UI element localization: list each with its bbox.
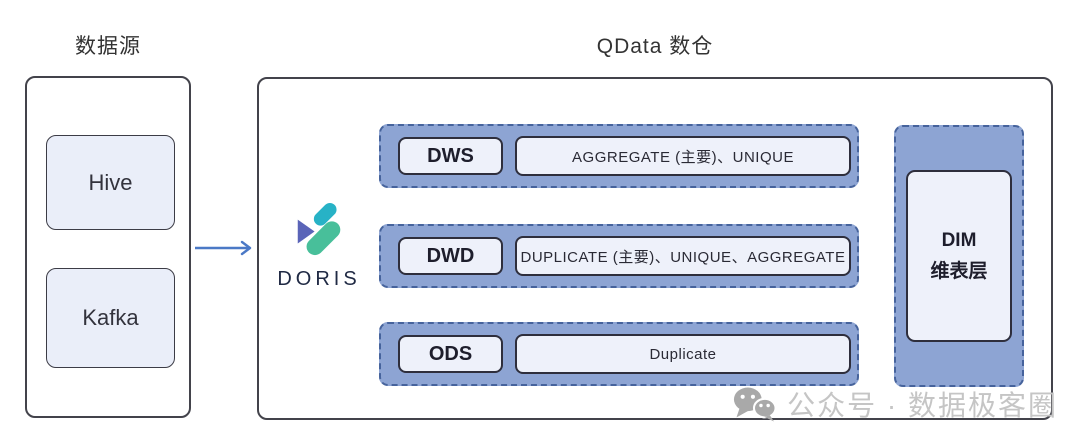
dim-label-line2: 维表层 (930, 261, 988, 282)
ods-models-label: Duplicate (649, 345, 717, 363)
warehouse-panel: DORIS DWS AGGREGATE (主要)、UNIQUE DWD DUPL… (257, 77, 1053, 420)
dws-models-label: AGGREGATE (主要)、UNIQUE (572, 148, 794, 166)
watermark-text: 公众号 · 数据极客圈 (787, 390, 1058, 421)
dim-box: DIM 维表层 (906, 170, 1012, 342)
ods-label: ODS (428, 342, 473, 365)
data-sources-panel: Hive Kafka (25, 76, 191, 418)
dws-box: DWS (398, 137, 503, 175)
dim-layer-container: DIM 维表层 (894, 125, 1024, 387)
dim-label-line1: DIM (941, 229, 977, 251)
layer-row-dwd: DWD DUPLICATE (主要)、UNIQUE、AGGREGATE (379, 224, 859, 288)
ods-models-box: Duplicate (515, 334, 851, 374)
hive-node: Hive (46, 135, 175, 230)
doris-logo-icon (297, 202, 341, 256)
wechat-icon (734, 387, 777, 421)
dws-label: DWS (427, 144, 474, 167)
layer-row-ods: ODS Duplicate (379, 322, 859, 386)
dws-models-box: AGGREGATE (主要)、UNIQUE (515, 136, 851, 176)
watermark: 公众号 · 数据极客圈 (732, 386, 1058, 422)
kafka-label: Kafka (82, 305, 139, 330)
hive-label: Hive (88, 169, 133, 195)
dwd-models-label: DUPLICATE (主要)、UNIQUE、AGGREGATE (520, 248, 846, 266)
kafka-node: Kafka (46, 268, 175, 368)
dwd-box: DWD (398, 237, 503, 275)
dwd-models-box: DUPLICATE (主要)、UNIQUE、AGGREGATE (515, 236, 851, 276)
warehouse-title: QData 数仓 (596, 35, 714, 58)
doris-wordmark: DORIS (277, 268, 361, 290)
doris-logo: DORIS (277, 201, 361, 291)
layer-row-dws: DWS AGGREGATE (主要)、UNIQUE (379, 124, 859, 188)
flow-arrow-icon (195, 240, 252, 256)
data-sources-title: 数据源 (75, 35, 141, 58)
ods-box: ODS (398, 335, 503, 373)
dwd-label: DWD (426, 244, 475, 267)
